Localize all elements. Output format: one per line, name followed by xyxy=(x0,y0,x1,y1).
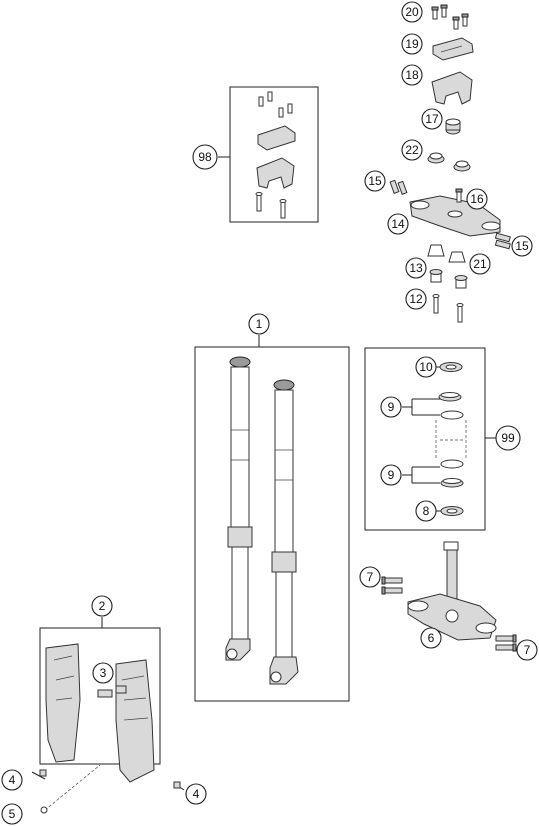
callout-9-lower: 9 xyxy=(380,464,402,486)
svg-text:7: 7 xyxy=(367,570,374,584)
svg-text:4: 4 xyxy=(9,773,16,787)
svg-text:98: 98 xyxy=(198,150,212,164)
fork-leg-right xyxy=(269,379,299,685)
kit-99-parts xyxy=(435,362,467,516)
callout-15-right: 15 xyxy=(511,235,533,257)
clamp-base-18 xyxy=(431,71,473,105)
svg-text:19: 19 xyxy=(405,37,419,51)
fork-leg-left xyxy=(225,356,253,661)
callout-13: 13 xyxy=(405,257,427,279)
callout-2: 2 xyxy=(91,595,113,617)
callout-98: 98 xyxy=(192,144,218,170)
callout-6: 6 xyxy=(420,627,442,649)
callout-8: 8 xyxy=(415,500,437,522)
svg-text:21: 21 xyxy=(473,257,487,271)
svg-text:10: 10 xyxy=(419,360,433,374)
guard-clip-3 xyxy=(97,685,127,698)
kit-98-frame xyxy=(229,86,319,223)
callout-4-left: 4 xyxy=(1,769,23,791)
callout-17: 17 xyxy=(421,108,443,130)
callout-16: 16 xyxy=(466,188,488,210)
svg-text:22: 22 xyxy=(405,143,419,157)
svg-text:14: 14 xyxy=(391,217,405,231)
svg-text:99: 99 xyxy=(501,431,515,445)
callout-14: 14 xyxy=(387,213,409,235)
screws-4 xyxy=(39,769,181,789)
bolts-15-left xyxy=(389,179,408,195)
svg-text:20: 20 xyxy=(405,5,419,19)
svg-text:17: 17 xyxy=(425,112,439,126)
bolts-15-right xyxy=(494,232,511,250)
svg-text:7: 7 xyxy=(524,643,531,657)
svg-text:13: 13 xyxy=(409,261,423,275)
screws-12 xyxy=(432,294,464,323)
callout-15-left: 15 xyxy=(364,170,386,192)
callout-1: 1 xyxy=(248,313,270,335)
clamp-top-19 xyxy=(432,37,474,61)
fork-guard-right xyxy=(115,659,155,783)
steering-stem-6 xyxy=(407,541,497,641)
svg-text:9: 9 xyxy=(388,468,395,482)
callout-18: 18 xyxy=(401,64,423,86)
callout-3: 3 xyxy=(92,662,114,684)
bolts-7-left xyxy=(381,576,403,595)
callout-12: 12 xyxy=(405,288,427,310)
svg-text:5: 5 xyxy=(9,807,16,821)
callout-7-right: 7 xyxy=(516,639,538,661)
svg-text:6: 6 xyxy=(428,631,435,645)
callout-22: 22 xyxy=(401,139,423,161)
svg-text:2: 2 xyxy=(99,599,106,613)
svg-text:1: 1 xyxy=(256,317,263,331)
callout-99: 99 xyxy=(495,425,521,451)
bushing-22 xyxy=(427,152,471,172)
callout-21: 21 xyxy=(469,253,491,275)
svg-text:15: 15 xyxy=(368,174,382,188)
callout-7-left: 7 xyxy=(359,566,381,588)
nut-17 xyxy=(445,118,461,135)
fork-assembly-frame xyxy=(194,346,350,702)
svg-text:15: 15 xyxy=(515,239,529,253)
bolts-7-right xyxy=(495,634,517,652)
washer-5 xyxy=(40,806,48,814)
svg-text:16: 16 xyxy=(470,192,484,206)
callout-9-upper: 9 xyxy=(380,396,402,418)
svg-text:8: 8 xyxy=(423,504,430,518)
svg-text:4: 4 xyxy=(193,787,200,801)
fork-guard-left xyxy=(45,643,81,763)
screw-16 xyxy=(455,188,463,203)
svg-text:9: 9 xyxy=(388,400,395,414)
callout-5: 5 xyxy=(1,803,23,825)
clamp-bolts-20 xyxy=(431,4,469,30)
kit-99-frame xyxy=(364,347,486,531)
callout-20: 20 xyxy=(401,1,423,23)
callout-19: 19 xyxy=(401,33,423,55)
callout-10: 10 xyxy=(415,356,437,378)
callout-4-right: 4 xyxy=(185,783,207,805)
bushings-13-21 xyxy=(427,244,468,289)
svg-text:3: 3 xyxy=(100,666,107,680)
svg-text:12: 12 xyxy=(409,292,423,306)
kit-98-parts xyxy=(255,91,296,219)
svg-text:18: 18 xyxy=(405,68,419,82)
